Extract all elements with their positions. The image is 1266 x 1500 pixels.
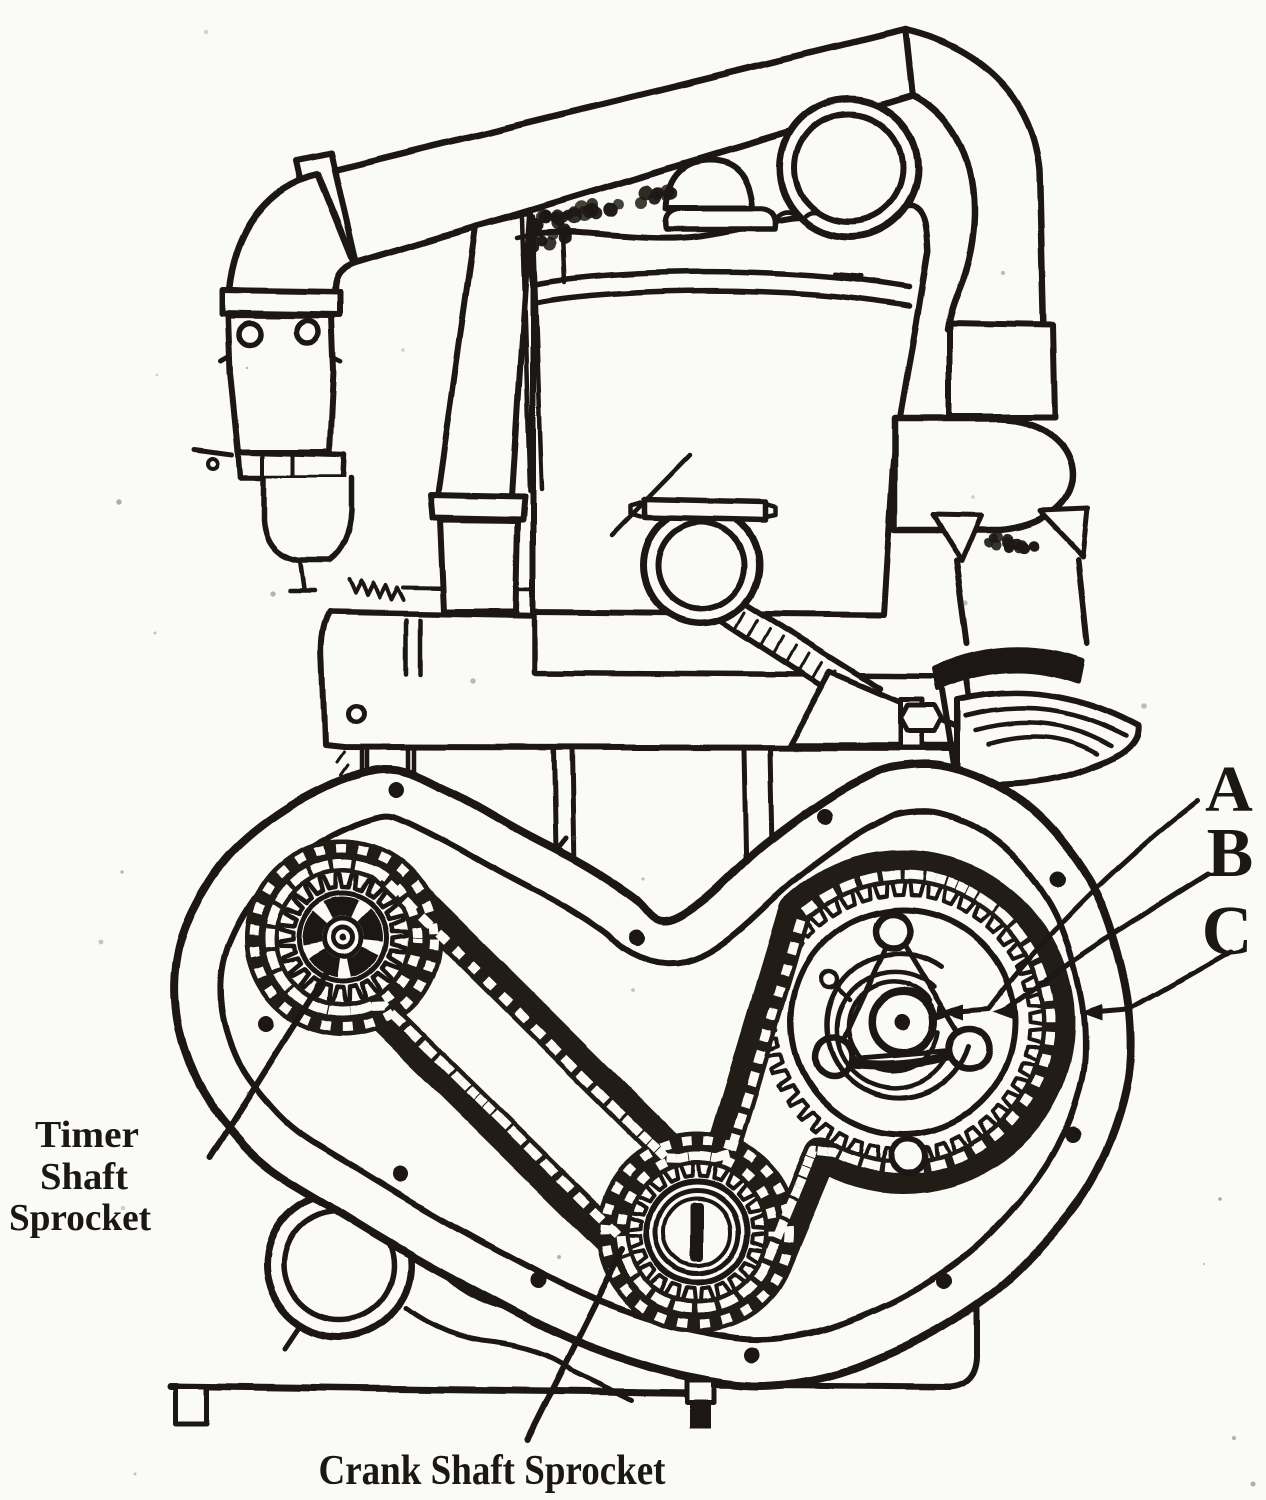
svg-text:Shaft: Shaft: [40, 1156, 128, 1198]
svg-text:Timer: Timer: [35, 1114, 139, 1156]
svg-text:Crank Shaft Sprocket: Crank Shaft Sprocket: [319, 1448, 666, 1494]
svg-text:A: A: [1205, 753, 1253, 826]
svg-text:Sprocket: Sprocket: [9, 1197, 151, 1239]
svg-text:C: C: [1202, 893, 1253, 970]
svg-text:B: B: [1207, 815, 1254, 892]
